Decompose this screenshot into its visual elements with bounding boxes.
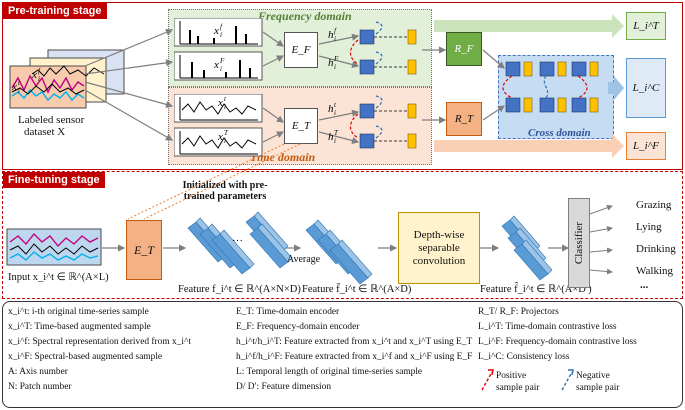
finetune-input-label: Input x_i^t ∈ ℝ^(A×L) [8,272,109,283]
svg-text:x: x [217,97,223,109]
loss-time-box: L_i^T [626,12,666,40]
svg-text:t: t [18,79,21,87]
time-projector-box: R_T [446,102,482,136]
class-drinking: Drinking [636,243,676,255]
svg-text:F: F [219,57,225,65]
svg-text:x: x [31,69,37,81]
legend-col1-5: N: Patch number [8,382,72,392]
depthwise-conv-box: Depth-wise separable convolution [398,212,480,284]
loss-consistency-box: L_i^C [626,58,666,118]
legend-col1-3: x_i^F: Spectral-based augmented sample [8,352,163,362]
legend-col2-1: E_F: Frequency-domain encoder [236,322,360,332]
init-note: Initialized with pre-trained parameters [182,180,268,202]
legend-pair-arrows [481,369,574,391]
class-lying: Lying [636,221,662,233]
class-more: ... [640,279,649,291]
pretraining-stage-frame [2,2,683,170]
legend-frame [2,301,683,408]
svg-text:i: i [220,31,222,39]
frequency-projector-box: R_F [446,32,482,66]
legend-col2-4: L: Temporal length of original time-seri… [236,367,423,377]
finetune-input-plot [6,228,102,266]
svg-text:T: T [334,129,339,137]
frequency-encoder-box: E_F [284,32,318,68]
legend-col1-4: A: Axis number [8,367,68,377]
finetuning-stage-frame [2,171,683,299]
svg-text:f: f [334,27,337,35]
time-encoder-box: E_T [284,108,318,144]
svg-text:h: h [328,29,334,41]
legend-negative: Negative sample pair [576,371,620,393]
svg-text:i: i [220,65,222,73]
frequency-domain-title: Frequency domain [258,9,352,23]
finetuning-stage-banner: Fine-tuning stage [3,172,105,188]
svg-text:i: i [38,75,40,83]
svg-text:h: h [328,131,334,143]
svg-text:i: i [224,137,226,145]
legend-col2-0: E_T: Time-domain encoder [236,307,340,317]
legend-col2-5: D/ D′: Feature dimension [236,382,332,392]
class-grazing: Grazing [636,199,672,211]
finetune-feature-2: Feature f̄_i^t ∈ ℝ^(A×D) [302,284,412,295]
svg-text:x: x [11,81,17,93]
frequency-plots [174,18,263,81]
classifier-box: Classifier [568,198,590,288]
classifier-label: Classifier [573,221,586,265]
svg-text:h: h [328,103,334,115]
finetune-feature-blocks: ··· [102,143,613,285]
legend-col3-3: L_i^C: Consistency loss [478,352,570,362]
loss-frequency-box: L_i^F [626,132,666,160]
finetune-feature-1: Feature f_i^t ∈ ℝ^(A×N×D) [178,284,301,295]
pretraining-stage-banner: Pre-training stage [3,3,107,19]
cross-domain-title: Cross domain [528,127,591,139]
sensor-dataset-stack [9,49,125,109]
svg-text:T: T [224,129,229,137]
svg-text:f: f [38,67,41,75]
svg-text:x: x [213,59,219,71]
legend-col1-2: x_i^f: Spectral representation derived f… [8,337,191,347]
legend-col1-0: x_i^t: i-th original time-series sample [8,307,149,317]
class-walking: Walking [636,265,673,277]
svg-text:i: i [334,109,336,117]
svg-text:h: h [328,57,334,69]
svg-text:t: t [224,95,227,103]
svg-text:x: x [213,25,219,37]
svg-text:x: x [217,131,223,143]
legend-positive: Positive sample pair [496,371,540,393]
legend-col3-1: L_i^T: Time-domain contrastive loss [478,322,617,332]
svg-text:t: t [334,101,337,109]
finetune-feature-3: Feature f̂_i^t ∈ ℝ^(A×D′) [480,284,592,295]
svg-text:i: i [334,35,336,43]
legend-col3-0: R_T/ R_F: Projectors [478,307,559,317]
svg-text:i: i [18,87,20,95]
svg-text:i: i [334,63,336,71]
svg-text:i: i [334,137,336,145]
svg-text:···: ··· [232,235,243,247]
legend-col2-2: h_i^t/h_i^T: Feature extracted from x_i^… [236,337,473,347]
legend-col2-3: h_i^f/h_i^F: Feature extracted from x_i^… [236,352,473,362]
legend-col3-2: L_i^F: Frequency-domain contrastive loss [478,337,637,347]
finetune-average-label: Average [287,254,321,265]
svg-text:f: f [220,23,223,31]
time-plots [174,94,263,157]
svg-text:i: i [224,103,226,111]
svg-text:F: F [333,55,339,63]
dataset-x-label-2: dataset X [24,126,66,138]
legend-col1-1: x_i^T: Time-based augmented sample [8,322,151,332]
dataset-x-label-1: Labeled sensor [18,114,85,126]
finetune-time-encoder: E_T [126,220,162,280]
